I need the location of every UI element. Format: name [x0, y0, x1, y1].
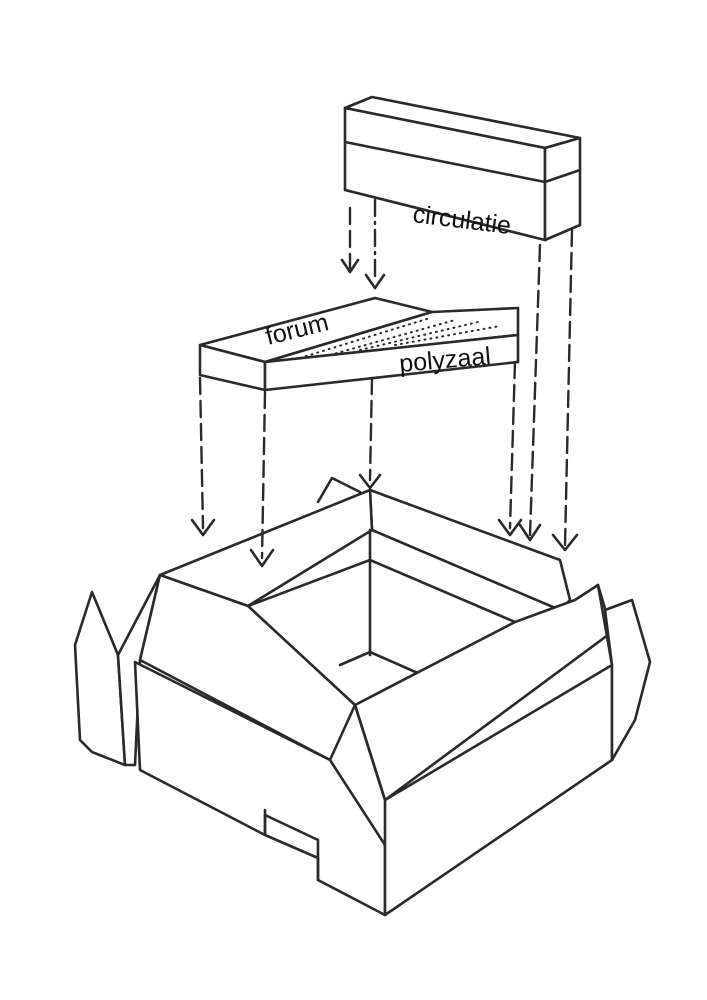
right-gable-edge [596, 583, 614, 667]
arrow-head-f1 [190, 518, 216, 537]
arrow-line-c4 [563, 228, 574, 547]
front-notch [263, 808, 320, 882]
arrow-head-c4 [551, 533, 579, 552]
arrow-line-f1 [198, 376, 205, 530]
arrow-head-f4 [497, 518, 523, 537]
ridge-right [353, 703, 387, 802]
arrow-line-c3 [528, 243, 542, 537]
arrow-head-c1 [340, 258, 360, 274]
circulation-side-mid [543, 168, 582, 184]
circulation-block: circulatie [343, 95, 582, 242]
circulation-side [543, 136, 582, 242]
arrow-head-f3 [358, 473, 382, 490]
polyzaal-front [263, 333, 520, 392]
courtyard-floor [338, 650, 422, 676]
arrow-line-f2 [260, 390, 267, 560]
forum-polyzaal-block: forum polyzaal [198, 296, 520, 392]
back-gable [316, 476, 362, 504]
arrow-head-c3 [518, 523, 542, 542]
base-building [73, 476, 652, 917]
circulation-mid-line [343, 140, 547, 184]
drop-arrows [190, 198, 579, 568]
left-gable-house [73, 590, 127, 767]
arrow-head-c2 [364, 273, 386, 290]
back-right-wing [368, 488, 572, 612]
arrow-line-f3 [368, 376, 374, 482]
arrow-head-f2 [249, 548, 275, 568]
right-gable-house [603, 598, 652, 762]
arrow-line-f4 [508, 360, 517, 530]
